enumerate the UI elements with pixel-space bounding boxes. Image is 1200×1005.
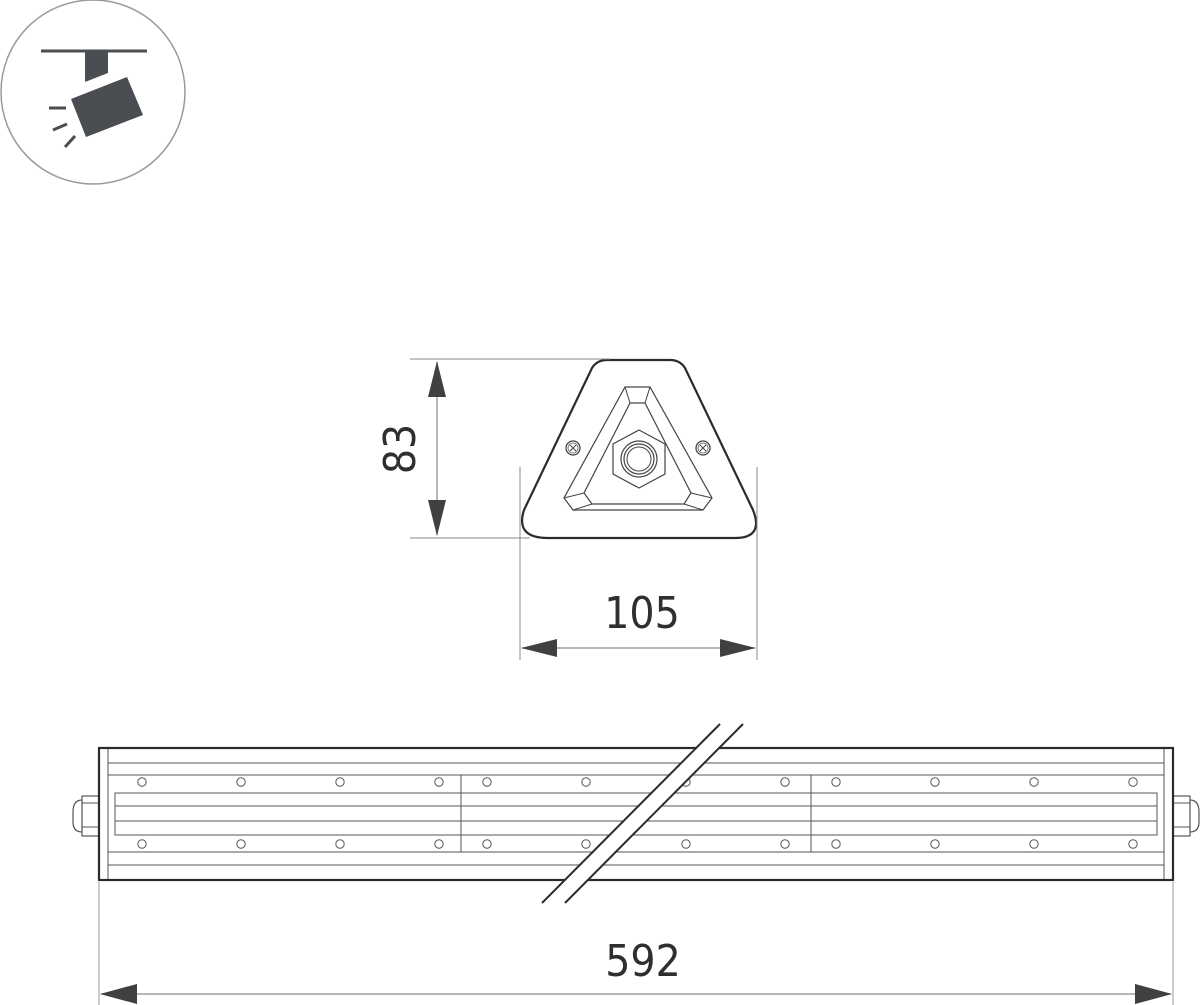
mounting-holes-bottom (137, 839, 1138, 849)
left-cable-gland (72, 795, 100, 837)
track-spotlight-icon (0, 0, 186, 185)
width-dimension: 105 (519, 467, 758, 660)
height-dimension: 83 (375, 358, 610, 539)
arrow-down-icon (428, 500, 446, 536)
length-label: 592 (605, 936, 681, 987)
arrow-up-icon (428, 361, 446, 397)
arrow-right-icon (720, 639, 756, 657)
screw-icon (565, 440, 581, 456)
width-label: 105 (604, 588, 680, 639)
arrow-left-icon (521, 639, 557, 657)
right-cable-gland (1172, 795, 1200, 837)
screw-icon (695, 440, 711, 456)
length-dimension: 592 (98, 882, 1174, 1005)
profile-end-view (521, 358, 758, 540)
break-mark-icon (541, 723, 744, 904)
height-label: 83 (375, 424, 426, 474)
arrow-right-icon (1135, 984, 1172, 1004)
side-view (72, 723, 1200, 904)
mounting-holes-top (137, 777, 1138, 787)
arrow-left-icon (100, 984, 137, 1004)
